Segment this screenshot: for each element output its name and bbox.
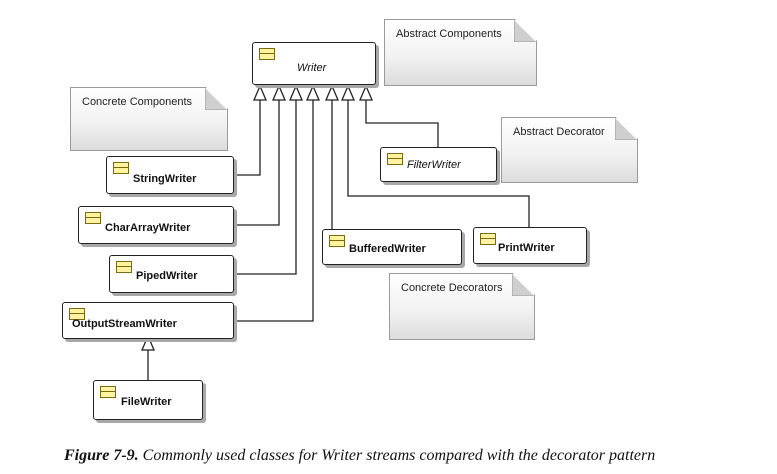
note-label: Abstract Decorator bbox=[513, 126, 605, 138]
class-name: BufferedWriter bbox=[349, 243, 426, 255]
figure-caption-text: Commonly used classes for Writer streams… bbox=[142, 447, 656, 464]
class-name: OutputStreamWriter bbox=[72, 318, 177, 330]
class-icon bbox=[69, 308, 85, 320]
class-name: Writer bbox=[297, 62, 327, 74]
connector-filterwriter-writer bbox=[365, 96, 439, 147]
inheritance-arrowhead bbox=[141, 334, 155, 351]
class-name: PrintWriter bbox=[498, 242, 555, 254]
note-fold-icon bbox=[514, 20, 536, 42]
note-label: Concrete Components bbox=[82, 96, 193, 108]
class-icon bbox=[116, 261, 132, 273]
inheritance-arrowhead bbox=[359, 84, 373, 101]
inheritance-arrowhead bbox=[253, 84, 267, 101]
class-icon bbox=[329, 235, 345, 247]
class-filewriter: FileWriter bbox=[93, 380, 203, 420]
note-label: Concrete Decorators bbox=[401, 282, 503, 294]
note-fold-icon bbox=[615, 118, 637, 140]
inheritance-arrowhead bbox=[272, 84, 286, 101]
class-icon bbox=[100, 386, 116, 398]
figure-caption: Figure 7-9. Commonly used classes for Wr… bbox=[64, 447, 655, 465]
class-stringwriter: StringWriter bbox=[106, 156, 234, 194]
class-icon bbox=[113, 162, 129, 174]
connector-pipedwriter-writer bbox=[234, 96, 297, 275]
note-fold-icon bbox=[205, 88, 227, 110]
class-icon bbox=[480, 233, 496, 245]
note-abstract-decorator: Abstract Decorator bbox=[501, 117, 638, 183]
class-icon bbox=[85, 212, 101, 224]
note-concrete-decorators: Concrete Decorators bbox=[389, 273, 535, 340]
class-name: CharArrayWriter bbox=[105, 222, 191, 234]
inheritance-arrowhead bbox=[289, 84, 303, 101]
inheritance-arrowhead bbox=[341, 84, 355, 101]
figure-number: Figure 7-9. bbox=[64, 447, 139, 464]
class-filterwriter: FilterWriter bbox=[380, 147, 497, 182]
connector-printwriter-writer bbox=[347, 96, 530, 227]
class-writer: Writer bbox=[252, 42, 376, 85]
class-printwriter: PrintWriter bbox=[473, 227, 587, 264]
class-outputstreamwriter: OutputStreamWriter bbox=[62, 302, 234, 339]
note-abstract-components: Abstract Components bbox=[384, 19, 537, 86]
inheritance-arrowhead bbox=[325, 84, 339, 101]
class-name: StringWriter bbox=[133, 173, 197, 185]
note-label: Abstract Components bbox=[396, 28, 502, 40]
connector-chararraywriter-writer bbox=[234, 96, 280, 226]
connector-stringwriter-writer bbox=[234, 96, 261, 176]
connector-outputstreamwriter-writer bbox=[234, 96, 314, 322]
note-fold-icon bbox=[512, 274, 534, 296]
inheritance-arrowhead bbox=[306, 84, 320, 101]
class-pipedwriter: PipedWriter bbox=[109, 255, 234, 293]
class-chararraywriter: CharArrayWriter bbox=[78, 206, 234, 244]
note-concrete-components: Concrete Components bbox=[70, 87, 228, 151]
class-name: FilterWriter bbox=[407, 159, 461, 171]
class-bufferedwriter: BufferedWriter bbox=[322, 229, 462, 265]
class-name: PipedWriter bbox=[136, 270, 198, 282]
class-icon bbox=[259, 48, 275, 60]
class-icon bbox=[387, 153, 403, 165]
class-name: FileWriter bbox=[121, 396, 172, 408]
